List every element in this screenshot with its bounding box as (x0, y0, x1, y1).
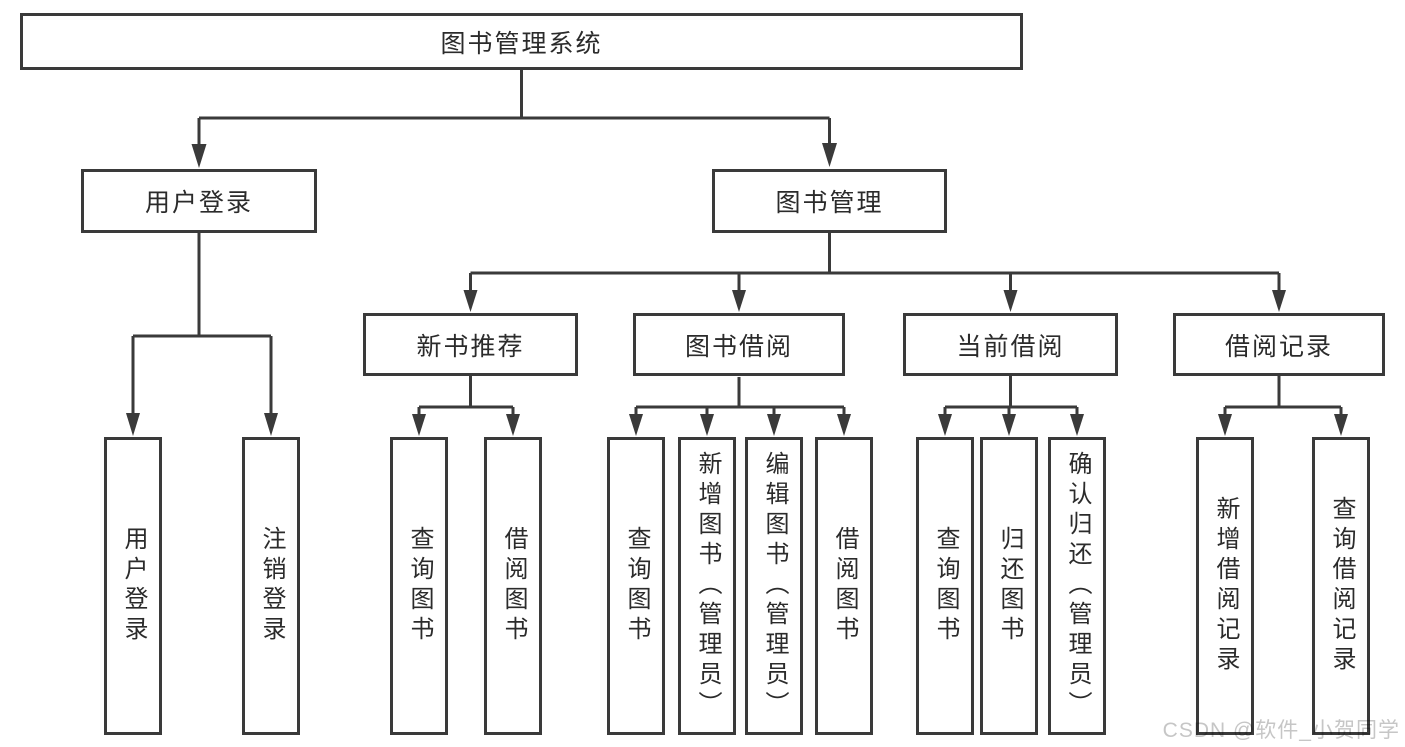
leaf-edit-books-admin: 编辑图书（管理员） (745, 437, 803, 735)
node-borrowing-records: 借阅记录 (1173, 313, 1385, 376)
connector-borrowing-records-to-leaves (1218, 376, 1348, 436)
node-root-library-system: 图书管理系统 (20, 13, 1023, 70)
leaf-query-books-borrowing: 查询图书 (607, 437, 665, 735)
node-new-book-recommend: 新书推荐 (363, 313, 578, 376)
node-book-management: 图书管理 (712, 169, 947, 233)
leaf-query-books-current: 查询图书 (916, 437, 974, 735)
connector-new-book-recommend-to-leaves (412, 376, 520, 436)
node-user-login: 用户登录 (81, 169, 317, 233)
node-book-borrowing: 图书借阅 (633, 313, 845, 376)
connector-current-borrowing-to-leaves (938, 376, 1084, 436)
csdn-watermark: CSDN @软件_小贺同学 (1162, 719, 1400, 742)
leaf-query-books-current-label: 查询图书 (932, 526, 959, 646)
leaf-query-books-borrowing-label: 查询图书 (623, 526, 650, 646)
leaf-query-books-recommend-label: 查询图书 (406, 526, 433, 646)
node-current-borrowing: 当前借阅 (903, 313, 1118, 376)
leaf-confirm-return-admin: 确认归还（管理员） (1048, 437, 1106, 735)
leaf-confirm-return-admin-label: 确认归还（管理员） (1064, 451, 1091, 721)
node-borrowing-records-label: 借阅记录 (1224, 332, 1333, 361)
leaf-borrow-books: 借阅图书 (815, 437, 873, 735)
node-root-label: 图书管理系统 (440, 29, 603, 58)
leaf-query-books-recommend: 查询图书 (390, 437, 448, 735)
leaf-borrow-books-recommend: 借阅图书 (484, 437, 542, 735)
leaf-add-books-admin-label: 新增图书（管理员） (694, 451, 721, 721)
leaf-add-books-admin: 新增图书（管理员） (678, 437, 736, 735)
node-new-book-recommend-label: 新书推荐 (416, 332, 525, 361)
leaf-edit-books-admin-label: 编辑图书（管理员） (761, 451, 788, 721)
leaf-query-borrow-record: 查询借阅记录 (1312, 437, 1370, 735)
leaf-return-books-label: 归还图书 (996, 526, 1023, 646)
node-user-login-label: 用户登录 (144, 189, 253, 217)
connector-user-login-to-leaves (126, 233, 278, 436)
connector-book-borrowing-to-leaves (629, 377, 851, 436)
node-book-management-label: 图书管理 (775, 189, 884, 217)
node-current-borrowing-label: 当前借阅 (956, 332, 1065, 361)
leaf-user-login: 用户登录 (104, 437, 162, 735)
leaf-add-borrow-record: 新增借阅记录 (1196, 437, 1254, 735)
connector-root-to-level2 (191, 70, 837, 168)
leaf-add-borrow-record-label: 新增借阅记录 (1212, 496, 1239, 676)
connector-book-management-to-level3 (463, 232, 1286, 312)
leaf-logout-label: 注销登录 (258, 526, 285, 646)
leaf-borrow-books-recommend-label: 借阅图书 (500, 526, 527, 646)
leaf-query-borrow-record-label: 查询借阅记录 (1328, 496, 1355, 676)
leaf-logout: 注销登录 (242, 437, 300, 735)
leaf-return-books: 归还图书 (980, 437, 1038, 735)
leaf-borrow-books-label: 借阅图书 (831, 526, 858, 646)
leaf-user-login-label: 用户登录 (120, 526, 147, 646)
node-book-borrowing-label: 图书借阅 (684, 332, 793, 361)
